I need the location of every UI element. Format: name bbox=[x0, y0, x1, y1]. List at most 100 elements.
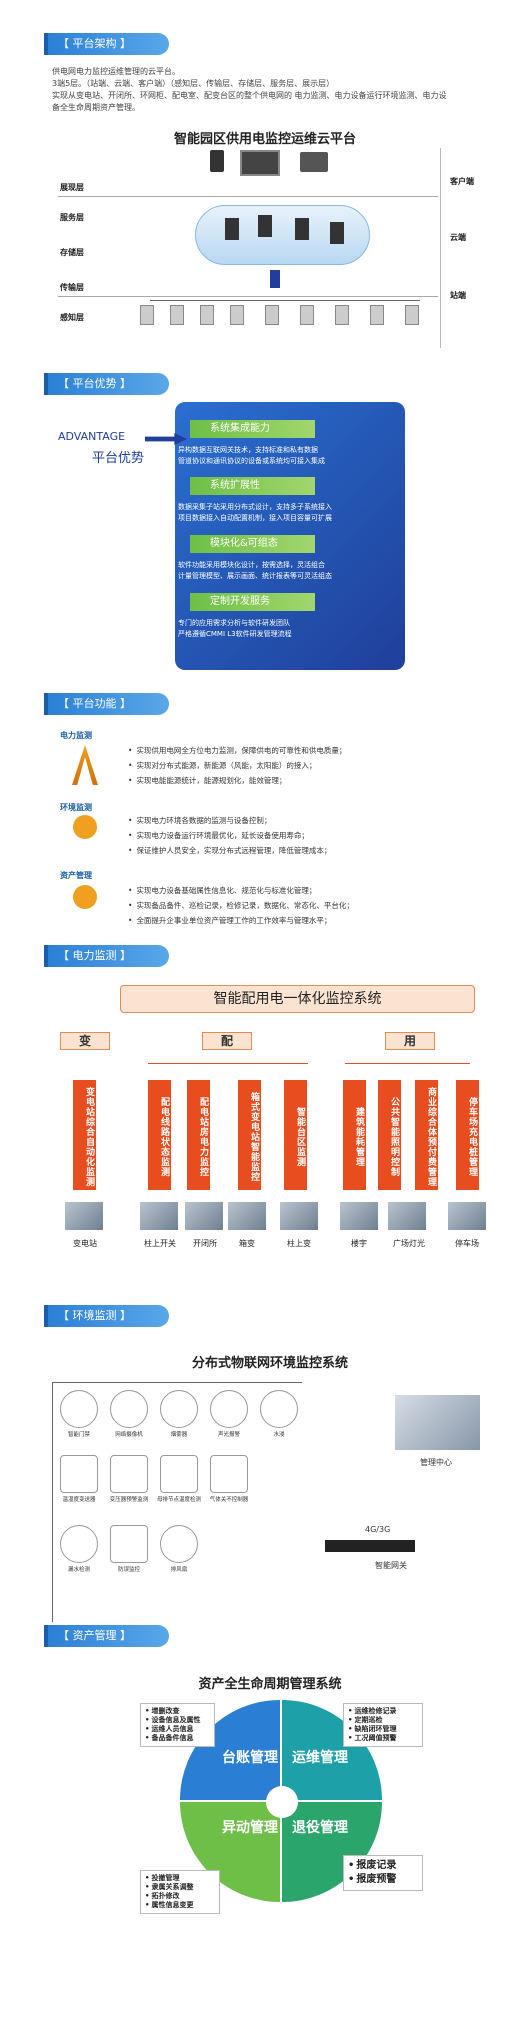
section-tab-function: 【 平台功能 】 bbox=[44, 693, 169, 715]
note-item: 拓扑修改 bbox=[145, 1892, 215, 1901]
quad-retire-label: 退役管理 bbox=[292, 1820, 348, 1836]
bus-line bbox=[52, 1382, 53, 1622]
gateway-device bbox=[325, 1540, 415, 1552]
photo-label: 柱上变 bbox=[287, 1239, 311, 1248]
env-title: 分布式物联网环境监控系统 bbox=[191, 1356, 348, 1371]
monitor-icon bbox=[240, 150, 280, 176]
door-icon bbox=[60, 1390, 98, 1428]
func-line: 实现供用电网全方位电力监测，保障供电的可靠性和供电质量； bbox=[128, 745, 346, 756]
photo-parking bbox=[448, 1202, 486, 1230]
env-icon bbox=[73, 815, 97, 839]
env-label: 排风扇 bbox=[170, 1567, 188, 1573]
layer-display: 展现层 bbox=[60, 183, 84, 192]
photo-label: 箱变 bbox=[239, 1239, 255, 1248]
arch-intro-2: 3端5层。（站端、云端、客户端）（感知层、传输层、存储层、服务层、展示层） bbox=[52, 79, 335, 88]
cat-transform: 变 bbox=[60, 1032, 110, 1050]
photo-label: 柱上开关 bbox=[144, 1239, 176, 1248]
server-icon bbox=[295, 218, 309, 240]
env-label: 防误监控 bbox=[117, 1567, 140, 1573]
photo-square-light bbox=[388, 1202, 426, 1230]
divider bbox=[440, 148, 441, 348]
layer-storage: 存储层 bbox=[60, 248, 84, 257]
power-col: 建筑能耗管理 bbox=[343, 1080, 366, 1190]
env-label: 漏水检测 bbox=[67, 1567, 90, 1573]
adv-block-title: 定制开发服务 bbox=[190, 593, 315, 611]
device-icon bbox=[405, 305, 419, 325]
note-ledger: 增删改查 设备信息及属性 运维人员信息 备品备件信息 bbox=[140, 1703, 215, 1747]
note-item: 运维检修记录 bbox=[348, 1707, 418, 1716]
adv-line: 计量管理模型、展示画面、统计报表等可灵活组态 bbox=[178, 572, 332, 580]
adv-line: 软件功能采用模块化设计，按需选择，灵活组合 bbox=[178, 561, 325, 569]
cat-distribute: 配 bbox=[202, 1032, 252, 1050]
advantage-en: ADVANTAGE bbox=[58, 430, 126, 443]
busbar-icon bbox=[160, 1455, 198, 1493]
note-item: 工况阈值预警 bbox=[348, 1734, 418, 1743]
gateway-icon bbox=[270, 270, 280, 288]
func-line: 实现电力环境各数据的监测与设备控制； bbox=[128, 815, 271, 826]
end-cloud: 云端 bbox=[450, 233, 466, 242]
power-col: 配电线路状态监测 bbox=[148, 1080, 171, 1190]
section-tab-power: 【 电力监测 】 bbox=[44, 945, 169, 967]
tower-icon bbox=[72, 745, 98, 785]
device-icon bbox=[230, 305, 244, 325]
env-label: 智能门禁 bbox=[67, 1432, 90, 1438]
bus-line bbox=[150, 300, 420, 301]
env-label: 温湿度变送器 bbox=[62, 1497, 96, 1503]
power-col: 停车场充电桩管理 bbox=[456, 1080, 479, 1190]
tablet-icon bbox=[300, 152, 328, 172]
env-label: 变压器预警监测 bbox=[109, 1497, 149, 1503]
quad-maintenance-label: 运维管理 bbox=[292, 1750, 348, 1766]
advantage-cn: 平台优势 bbox=[92, 451, 145, 466]
photo-label: 停车场 bbox=[455, 1239, 479, 1248]
adv-block-title: 系统扩展性 bbox=[190, 477, 315, 495]
env-label: 水浸 bbox=[273, 1432, 285, 1438]
env-label: 网络摄像机 bbox=[115, 1432, 143, 1438]
device-icon bbox=[300, 305, 314, 325]
layer-sensing: 感知层 bbox=[60, 313, 84, 322]
divider bbox=[58, 296, 438, 297]
fan-icon bbox=[160, 1525, 198, 1563]
note-item: 定期巡检 bbox=[348, 1716, 418, 1725]
adv-line: 异构数据互联网关技术，支持标准和私有数据 bbox=[178, 446, 318, 454]
photo-pole-transformer bbox=[280, 1202, 318, 1230]
photo-label: 广场灯光 bbox=[393, 1239, 425, 1248]
power-title: 智能配用电一体化监控系统 bbox=[120, 985, 475, 1013]
section-tab-asset: 【 资产管理 】 bbox=[44, 1625, 169, 1647]
bus-line bbox=[52, 1382, 302, 1383]
device-icon bbox=[265, 305, 279, 325]
device-icon bbox=[200, 305, 214, 325]
photo-label: 变电站 bbox=[73, 1239, 97, 1248]
section-tab-env: 【 环境监测 】 bbox=[44, 1305, 169, 1327]
quad-change-label: 异动管理 bbox=[222, 1820, 278, 1836]
cat-use: 用 bbox=[385, 1032, 435, 1050]
arch-title: 智能园区供用电监控运维云平台 bbox=[173, 132, 356, 147]
func-line: 保证维护人员安全，实现分布式远程管理，降低管理成本； bbox=[128, 845, 331, 856]
layer-transport: 传输层 bbox=[60, 283, 84, 292]
note-item: 隶属关系调整 bbox=[145, 1883, 215, 1892]
env-label: 烟雾器 bbox=[170, 1432, 188, 1438]
adv-line: 严格遵循CMMI L3软件研发管理流程 bbox=[178, 630, 292, 638]
env-label: 声光报警 bbox=[217, 1432, 240, 1438]
adv-block-title: 模块化&可组态 bbox=[190, 535, 315, 553]
func-line: 实现对分布式能源，新能源（风能，太阳能）的接入； bbox=[128, 760, 316, 771]
divider bbox=[58, 196, 438, 197]
server-icon bbox=[330, 222, 344, 244]
power-col: 智能台区监测 bbox=[284, 1080, 307, 1190]
photo-label: 楼宇 bbox=[351, 1239, 367, 1248]
note-item: 设备信息及属性 bbox=[145, 1716, 210, 1725]
env-label: 母排节点温度检测 bbox=[156, 1497, 201, 1503]
power-col: 配电站房电力监控 bbox=[187, 1080, 210, 1190]
note-item: 投撤管理 bbox=[145, 1874, 215, 1883]
asset-icon bbox=[73, 885, 97, 909]
transformer-icon bbox=[110, 1455, 148, 1493]
section-tab-architecture: 【 平台架构 】 bbox=[44, 33, 169, 55]
gas-icon bbox=[210, 1455, 248, 1493]
arch-intro-3: 实现从变电站、开闭所、环网柜、配电室、配变台区的整个供电网的 电力监测、电力设备… bbox=[52, 91, 447, 100]
func-line: 实现备品备件、巡检记录，检修记录，数据化、常态化、平台化； bbox=[128, 900, 354, 911]
center-ring bbox=[266, 1786, 298, 1818]
power-col: 箱式变电站智能监控 bbox=[238, 1080, 261, 1190]
note-item: 备品备件信息 bbox=[145, 1734, 210, 1743]
note-item: 报废预警 bbox=[348, 1873, 418, 1887]
note-item: 报废记录 bbox=[348, 1859, 418, 1873]
control-room-photo bbox=[395, 1395, 480, 1450]
